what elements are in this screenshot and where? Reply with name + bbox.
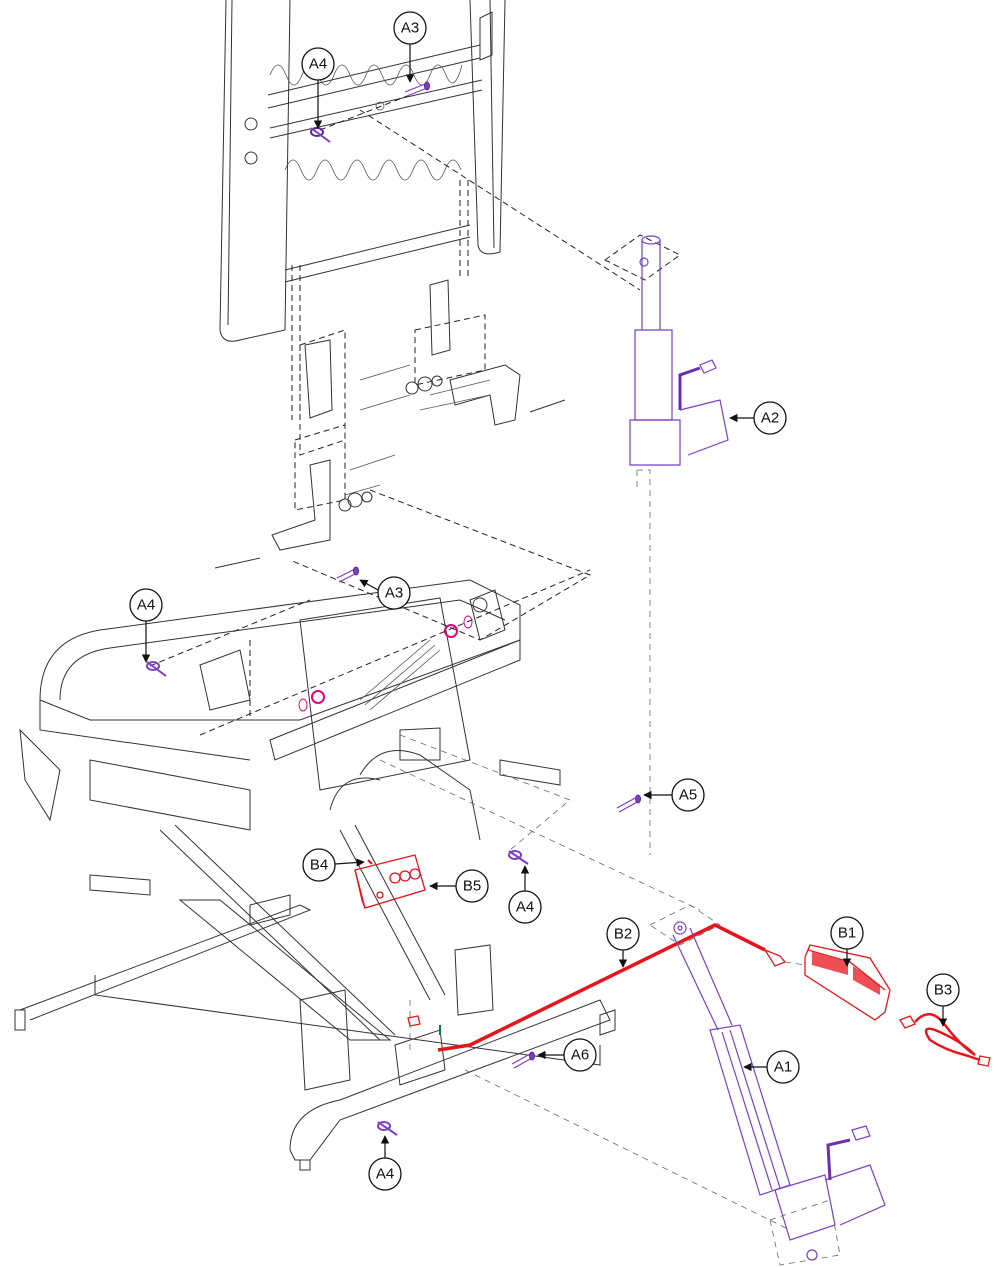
nuts-washers [298, 615, 473, 712]
callout-a5: A5 [643, 778, 705, 812]
callout-label: A2 [761, 410, 779, 427]
back-actuator [629, 235, 729, 855]
clevis-pin-a3-top [404, 81, 430, 97]
callout-label: B5 [463, 878, 481, 895]
callout-a4-top: A4 [301, 47, 335, 129]
lift-actuator [464, 904, 886, 1266]
power-supply [784, 944, 891, 1021]
hitch-clip-a4-bottom [377, 1121, 398, 1136]
callout-a3-mid: A3 [359, 576, 411, 610]
hitch-clip-a4-low [508, 850, 529, 865]
backrest-frame [219, 0, 506, 342]
alignment-lines-mid [149, 569, 701, 911]
callout-label: A1 [774, 1059, 792, 1076]
callout-label: A4 [376, 1166, 394, 1183]
alignment-lines-upper [289, 94, 681, 641]
seat-frame [19, 579, 561, 896]
clevis-pin-a3-mid [336, 566, 359, 583]
callout-a4-mid: A4 [129, 588, 163, 663]
lift-base [14, 824, 616, 1171]
callout-a3-top: A3 [393, 11, 427, 83]
callout-label: A3 [385, 585, 403, 602]
callout-label: B4 [310, 857, 328, 874]
callout-label: A3 [401, 20, 419, 37]
callout-a2: A2 [729, 401, 787, 435]
hitch-clip-a4-mid [146, 661, 167, 677]
callout-a6: A6 [537, 1038, 597, 1072]
callout-b3: B3 [926, 973, 960, 1027]
callout-b1: B1 [830, 916, 864, 967]
callout-b4: B4 [302, 848, 365, 882]
callouts: A3 A4 A2 A3 A4 A5 B4 [129, 11, 960, 1191]
callout-label: B2 [614, 926, 632, 943]
control-box [354, 854, 426, 909]
clevis-pin-a6 [511, 1051, 535, 1069]
callout-label: A6 [571, 1047, 589, 1064]
callout-label: A4 [137, 597, 155, 614]
callout-label: A4 [309, 56, 327, 73]
callout-b5: B5 [429, 869, 489, 903]
callout-label: B1 [838, 925, 856, 942]
hinge-brackets [214, 279, 566, 569]
callout-a1: A1 [743, 1050, 800, 1084]
callout-label: B3 [934, 982, 952, 999]
extension-cable [407, 923, 787, 1052]
callout-a4-bottom: A4 [368, 1135, 402, 1191]
callout-label: A5 [679, 787, 697, 804]
power-cord [899, 1013, 991, 1067]
callout-b2: B2 [606, 917, 640, 968]
clevis-pin-a5 [616, 794, 641, 813]
callout-label: A4 [516, 899, 534, 916]
callout-a4-low: A4 [508, 865, 542, 924]
